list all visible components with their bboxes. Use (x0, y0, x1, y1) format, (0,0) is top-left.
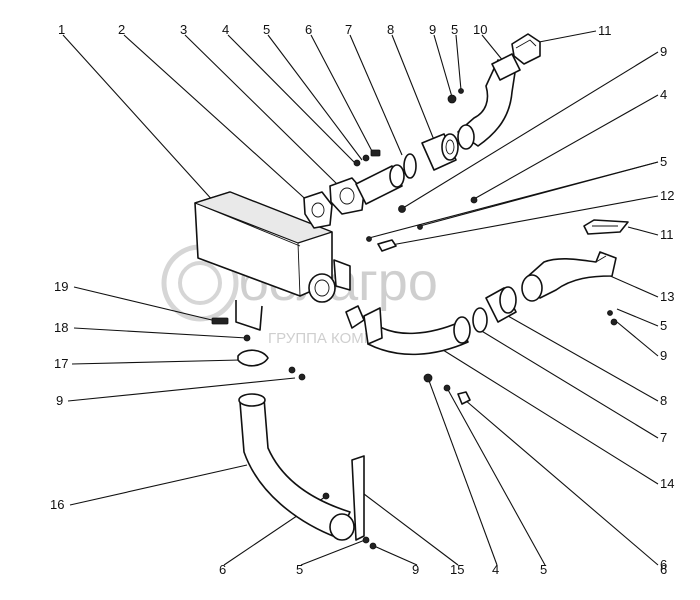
middle-pipe (345, 305, 471, 356)
tail-pipe (238, 393, 355, 541)
upper-pipe-assembly (355, 133, 459, 205)
right-elbow-pipe (521, 251, 617, 302)
callout-5: 5 (540, 562, 547, 577)
bracket-clamp (211, 317, 306, 381)
callout-11: 11 (660, 227, 674, 242)
right-coupling (472, 286, 517, 333)
gasket-upper (303, 191, 333, 229)
callout-6: 6 (305, 22, 312, 37)
callout-8: 8 (660, 393, 667, 408)
callout-9: 9 (429, 22, 436, 37)
callout-10: 10 (473, 22, 487, 37)
callout-6: 6 (660, 557, 667, 572)
callout-4: 4 (660, 87, 667, 102)
upper-nuts (353, 88, 478, 252)
right-nuts (607, 310, 618, 326)
callout-18: 18 (54, 320, 68, 335)
callout-9: 9 (412, 562, 419, 577)
callout-6: 6 (660, 562, 667, 577)
callout-5: 5 (451, 22, 458, 37)
callout-7: 7 (660, 430, 667, 445)
callout-19: 19 (54, 279, 68, 294)
callout-17: 17 (54, 356, 68, 371)
leader-lines (62, 30, 659, 566)
callout-15: 15 (450, 562, 464, 577)
upper-elbow-pipe (457, 53, 521, 150)
gasket-small-right (583, 219, 629, 235)
callout-1: 1 (58, 22, 65, 37)
callout-labels: 1 2 3 4 5 6 7 8 9 5 10 11 9 4 5 12 11 13… (50, 22, 674, 577)
strap (351, 455, 377, 550)
callout-16: 16 (50, 497, 64, 512)
rubber-cap (511, 33, 541, 65)
callout-6: 6 (219, 562, 226, 577)
callout-5: 5 (296, 562, 303, 577)
callout-2: 2 (118, 22, 125, 37)
callout-12: 12 (660, 188, 674, 203)
callout-5: 5 (263, 22, 270, 37)
callout-14: 14 (660, 476, 674, 491)
callout-8: 8 (387, 22, 394, 37)
callout-13: 13 (660, 289, 674, 304)
callout-4: 4 (222, 22, 229, 37)
callout-9: 9 (56, 393, 63, 408)
flange-upper (329, 177, 365, 215)
lower-nuts (423, 373, 471, 405)
callout-5: 5 (660, 318, 667, 333)
callout-7: 7 (345, 22, 352, 37)
callout-3: 3 (180, 22, 187, 37)
callout-11: 11 (598, 23, 612, 38)
callout-9: 9 (660, 348, 667, 363)
callout-5: 5 (660, 154, 667, 169)
callout-9: 9 (660, 44, 667, 59)
muffler-body (194, 191, 351, 331)
callout-4: 4 (492, 562, 499, 577)
